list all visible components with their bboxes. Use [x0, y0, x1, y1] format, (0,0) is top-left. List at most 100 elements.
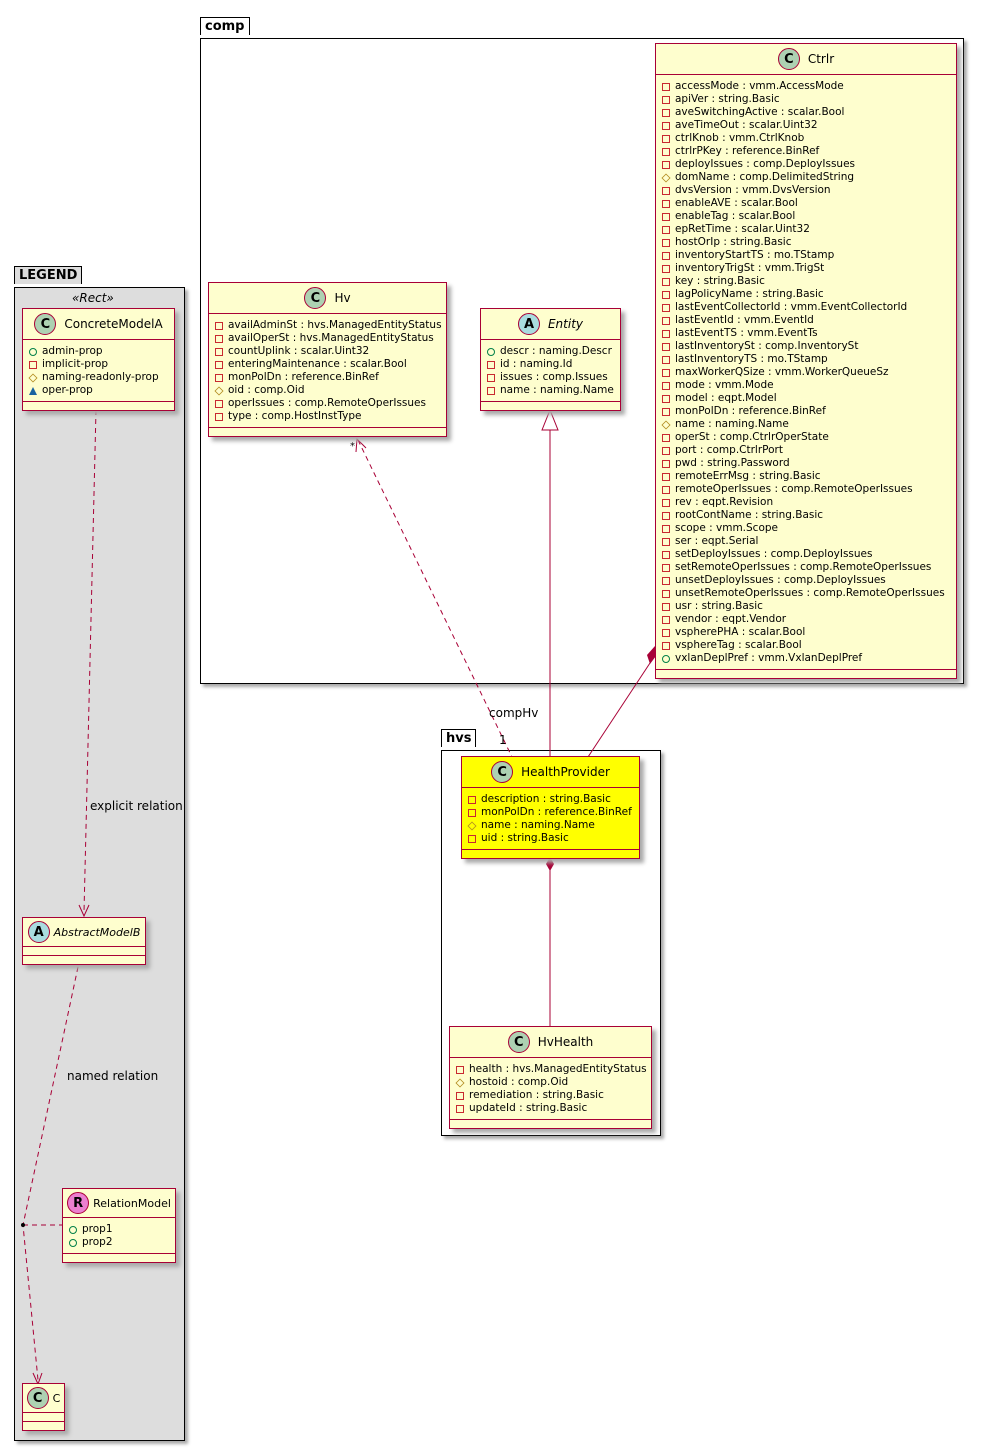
attribute-text: remoteOperIssues : comp.RemoteOperIssues: [675, 483, 913, 495]
attribute-text: aveTimeOut : scalar.Uint32: [675, 119, 818, 131]
attribute: lastInventorySt : comp.InventorySt: [662, 340, 950, 353]
private-visibility-icon: [215, 334, 223, 343]
public-visibility-icon: [487, 347, 495, 356]
attribute-text: admin-prop: [42, 345, 103, 357]
class-name: Hv: [334, 291, 351, 305]
method-list: [481, 402, 620, 410]
attribute-text: maxWorkerQSize : vmm.WorkerQueueSz: [675, 366, 889, 378]
attribute-text: epRetTime : scalar.Uint32: [675, 223, 810, 235]
hv-multiplicity-source: 1: [499, 733, 507, 747]
attribute-text: lastEventCollectorId : vmm.EventCollecto…: [675, 301, 908, 313]
private-visibility-icon: [662, 628, 670, 637]
private-visibility-icon: [662, 537, 670, 546]
attribute: availOperSt : hvs.ManagedEntityStatus: [215, 332, 440, 345]
attribute-text: deployIssues : comp.DeployIssues: [675, 158, 855, 170]
attribute-text: rootContName : string.Basic: [675, 509, 824, 521]
attribute-text: remediation : string.Basic: [469, 1089, 604, 1101]
private-visibility-icon: [662, 407, 670, 416]
class-name: RelationModel: [93, 1196, 171, 1210]
attribute: oid : comp.Oid: [214, 384, 440, 397]
private-visibility-icon: [662, 316, 670, 325]
attribute-text: issues : comp.Issues: [500, 371, 608, 383]
attribute-text: name : naming.Name: [500, 384, 614, 396]
protected-visibility-icon: [214, 385, 224, 396]
attribute: model : eqpt.Model: [662, 392, 950, 405]
private-visibility-icon: [662, 199, 670, 208]
public-visibility-icon: [662, 654, 670, 663]
explicit-relation-line: [83, 409, 97, 913]
attribute-text: availAdminSt : hvs.ManagedEntityStatus: [228, 319, 442, 331]
private-visibility-icon: [468, 795, 476, 804]
attribute-text: mode : vmm.Mode: [675, 379, 774, 391]
private-visibility-icon: [662, 225, 670, 234]
attribute-text: dvsVersion : vmm.DvsVersion: [675, 184, 831, 196]
private-visibility-icon: [215, 321, 223, 330]
private-visibility-icon: [215, 399, 223, 408]
ctrlr-composition-diamond: [647, 646, 656, 664]
attribute: lastInventoryTS : mo.TStamp: [662, 353, 950, 366]
protected-visibility-icon: [28, 372, 38, 383]
attribute-text: accessMode : vmm.AccessMode: [675, 80, 844, 92]
private-visibility-icon: [662, 563, 670, 572]
package-hvs-tab: hvs: [441, 729, 477, 747]
private-visibility-icon: [662, 82, 670, 91]
class-name: AbstractModelB: [53, 925, 141, 939]
private-visibility-icon: [662, 355, 670, 364]
attribute-list: [23, 1413, 64, 1422]
attribute: rev : eqpt.Revision: [662, 496, 950, 509]
hv-healthprovider-dependency: [357, 439, 513, 758]
attribute-text: prop2: [82, 1236, 113, 1248]
attribute: uid : string.Basic: [468, 832, 633, 845]
class-badge-icon: C: [34, 313, 57, 335]
protected-visibility-icon: [467, 820, 477, 831]
private-visibility-icon: [662, 121, 670, 130]
attribute: id : naming.Id: [487, 358, 614, 371]
attribute: inventoryTrigSt : vmm.TrigSt: [662, 262, 950, 275]
attribute: name : naming.Name: [487, 384, 614, 397]
class-badge-icon: C: [491, 761, 514, 783]
abstract-badge-icon: A: [517, 313, 540, 335]
method-list: [23, 956, 145, 964]
attribute: dvsVersion : vmm.DvsVersion: [662, 184, 950, 197]
attribute-text: vxlanDeplPref : vmm.VxlanDeplPref: [675, 652, 863, 664]
class-name: Ctrlr: [807, 52, 835, 66]
attribute-text: setRemoteOperIssues : comp.RemoteOperIss…: [675, 561, 932, 573]
package-legend-tab: LEGEND: [14, 266, 83, 284]
private-visibility-icon: [456, 1091, 464, 1100]
attribute-text: port : comp.CtrlrPort: [675, 444, 783, 456]
attribute-text: inventoryTrigSt : vmm.TrigSt: [675, 262, 825, 274]
named-relation-line: [22, 966, 79, 1381]
attribute-text: vendor : eqpt.Vendor: [675, 613, 787, 625]
attribute-text: unsetRemoteOperIssues : comp.RemoteOperI…: [675, 587, 945, 599]
protected-visibility-icon: [455, 1077, 465, 1088]
private-visibility-icon: [662, 95, 670, 104]
attribute-list: [23, 947, 145, 956]
attribute-text: operIssues : comp.RemoteOperIssues: [228, 397, 426, 409]
method-list: [63, 1254, 175, 1262]
private-visibility-icon: [662, 186, 670, 195]
attribute: descr : naming.Descr: [487, 345, 614, 358]
public-visibility-icon: [69, 1238, 77, 1247]
attribute-text: naming-readonly-prop: [42, 371, 159, 383]
private-visibility-icon: [662, 212, 670, 221]
legend-stereotype: «Rect»: [72, 291, 114, 305]
attribute: prop1: [69, 1223, 169, 1236]
public-visibility-icon: [69, 1225, 77, 1234]
